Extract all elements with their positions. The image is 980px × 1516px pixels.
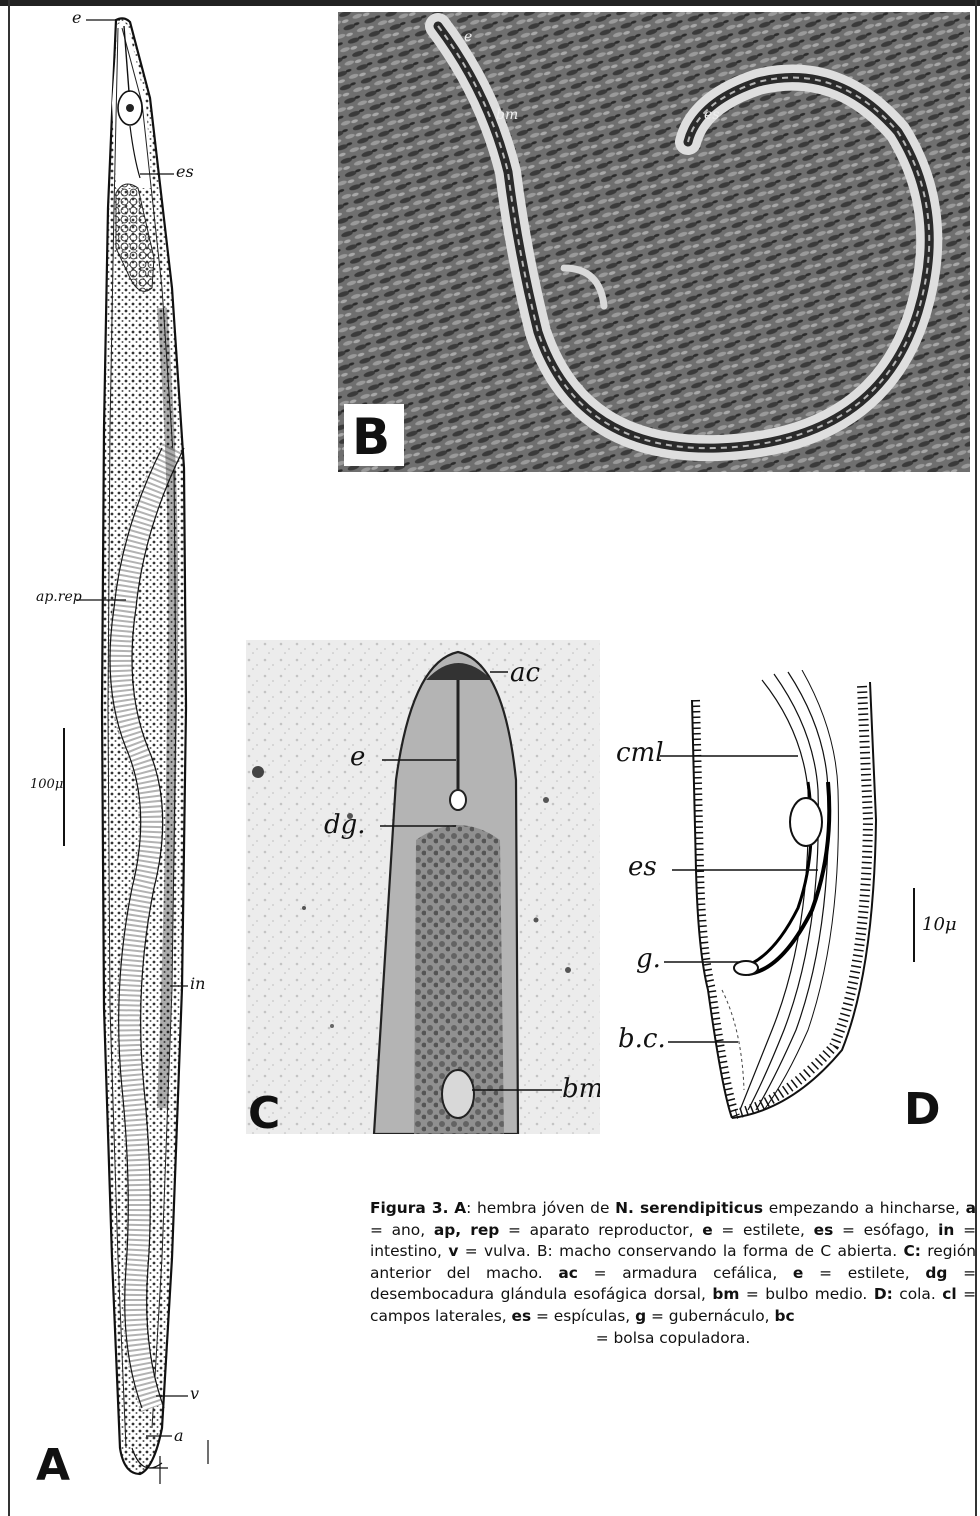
caption-term: es — [512, 1307, 532, 1325]
caption-term: a — [966, 1199, 976, 1217]
label-a-e: e — [72, 10, 81, 26]
caption-term: ac — [558, 1264, 578, 1282]
label-d-cml: cml — [616, 740, 664, 766]
caption-term: v — [448, 1242, 458, 1260]
label-d-g: g. — [636, 946, 661, 972]
caption-body: Figura 3. A: hembra jóven de N. serendip… — [370, 1198, 976, 1328]
caption-text: = esófago, — [833, 1221, 938, 1239]
label-d-es: es — [628, 854, 657, 880]
male-tail-illustration — [612, 670, 976, 1140]
caption-text: = vulva. B: macho conservando la forma d… — [458, 1242, 903, 1260]
caption-term: g — [635, 1307, 646, 1325]
caption-term: es — [814, 1221, 834, 1239]
caption-text: = estilete, — [803, 1264, 925, 1282]
caption-term: cl — [942, 1285, 956, 1303]
label-c-dg: dg. — [324, 812, 366, 838]
caption-term: in — [938, 1221, 954, 1239]
caption-term: C: — [903, 1242, 920, 1260]
panel-letter-c: C — [248, 1092, 280, 1134]
label-d-scale: 10μ — [922, 916, 957, 934]
caption-text: = estilete, — [713, 1221, 814, 1239]
left-border — [8, 0, 10, 1516]
label-c-ac: ac — [510, 660, 540, 686]
label-b-e: e — [464, 30, 472, 44]
panel-letter-a: A — [36, 1444, 70, 1488]
label-c-bm: bm — [562, 1076, 600, 1102]
caption-term: A — [454, 1199, 466, 1217]
label-c-e: e — [350, 744, 365, 770]
caption-text: cola. — [893, 1285, 942, 1303]
caption-parts: A: hembra jóven de N. serendipiticus emp… — [370, 1199, 976, 1325]
label-a-scale: 100μ — [30, 778, 63, 791]
caption-term: dg — [925, 1264, 947, 1282]
panel-letter-d: D — [904, 1088, 941, 1132]
caption-text: = armadura cefálica, — [578, 1264, 793, 1282]
figure-caption: Figura 3. A: hembra jóven de N. serendip… — [370, 1198, 976, 1349]
caption-text: = espículas, — [531, 1307, 635, 1325]
caption-term: bc — [774, 1307, 794, 1325]
label-a-v: v — [190, 1386, 199, 1402]
label-a-ap-rep: ap.rep — [36, 590, 82, 604]
label-d-bc: b.c. — [618, 1026, 666, 1052]
caption-last-line: = bolsa copuladora. — [370, 1328, 976, 1350]
caption-text: empezando a hincharse, — [763, 1199, 966, 1217]
top-border — [0, 0, 980, 6]
caption-term: ap, rep — [434, 1221, 499, 1239]
panel-d-tail-drawing: cml es g. b.c. 10μ D — [612, 670, 976, 1140]
caption-text: = bulbo medio. — [739, 1285, 873, 1303]
caption-term: bm — [712, 1285, 739, 1303]
label-b-es: es — [704, 108, 719, 122]
caption-text: = aparato reproductor, — [499, 1221, 702, 1239]
caption-text: = gubernáculo, — [646, 1307, 774, 1325]
panel-b-male-photo: e bm es B — [338, 12, 970, 472]
panel-c-anterior-photo: ac e dg. bm C — [246, 640, 600, 1134]
caption-term: e — [702, 1221, 712, 1239]
anterior-region-photomicrograph — [246, 640, 600, 1134]
caption-term: D: — [874, 1285, 893, 1303]
male-photomicrograph — [338, 12, 970, 472]
label-b-bm: bm — [496, 108, 518, 122]
caption-text: : hembra jóven de — [466, 1199, 615, 1217]
label-a-es: es — [176, 164, 194, 180]
caption-label: Figura 3. — [370, 1199, 448, 1217]
caption-text: = ano, — [370, 1221, 434, 1239]
panel-letter-b: B — [352, 412, 390, 462]
caption-term: e — [793, 1264, 803, 1282]
caption-term: N. serendipiticus — [615, 1199, 763, 1217]
label-a-a: a — [174, 1428, 184, 1444]
label-a-in: in — [190, 976, 205, 992]
